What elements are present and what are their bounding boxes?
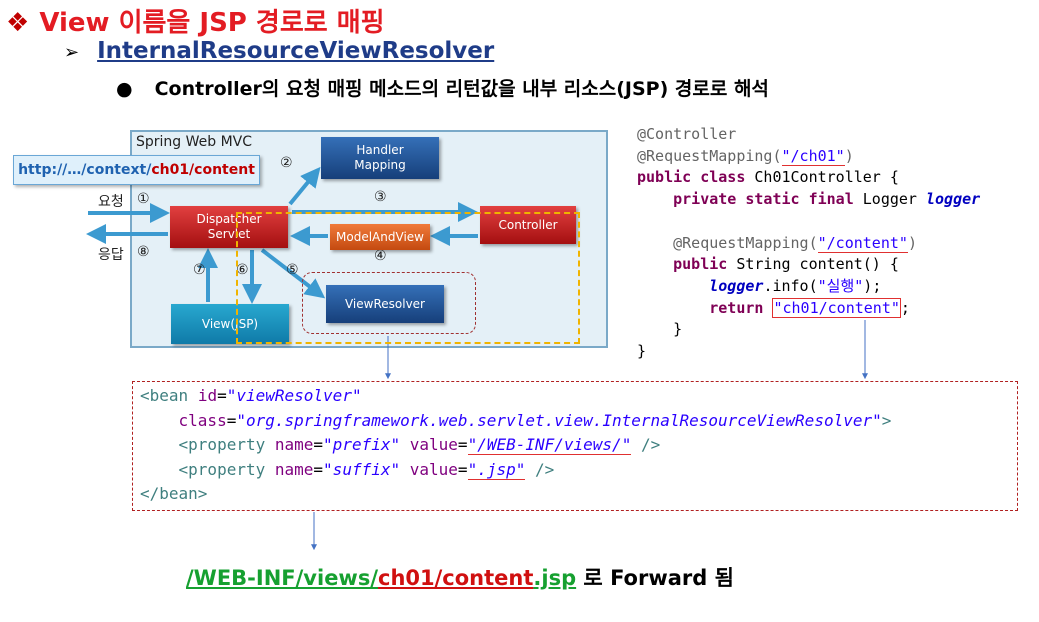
view-jsp-box: View(JSP) bbox=[171, 304, 289, 344]
mapping-content: "/content" bbox=[817, 233, 908, 253]
response-label: 응답 bbox=[98, 247, 124, 263]
step-3: ③ bbox=[374, 189, 387, 205]
prefix-value: "/WEB-INF/views/" bbox=[467, 435, 632, 455]
diagram-title: Spring Web MVC bbox=[136, 134, 253, 150]
view-resolver-box: ViewResolver bbox=[326, 285, 444, 323]
sub-heading: ➢ InternalResourceViewResolver bbox=[64, 38, 494, 64]
point-text-body: Controller의 요청 매핑 메소드의 리턴값을 내부 리소스(JSP) … bbox=[154, 78, 769, 100]
step-2: ② bbox=[280, 155, 293, 171]
diamond-bullet-icon: ❖ bbox=[6, 8, 30, 38]
result-view-name: ch01/content bbox=[378, 566, 534, 590]
mapping-ch01: "/ch01" bbox=[781, 146, 845, 166]
url-prefix: http://…/context/ bbox=[18, 162, 152, 178]
request-url-box: http://…/context/ch01/content bbox=[13, 155, 260, 185]
dot-bullet-icon: ● bbox=[116, 78, 133, 100]
result-suffix: .jsp bbox=[533, 566, 577, 590]
highlight-region bbox=[236, 212, 580, 344]
step-8: ⑧ bbox=[137, 244, 150, 260]
resolver-arrow bbox=[260, 248, 326, 299]
main-heading-text: View 이름을 JSP 경로로 매핑 bbox=[39, 8, 385, 38]
controller-code: @Controller @RequestMapping("/ch01") pub… bbox=[637, 125, 981, 361]
request-label: 요청 bbox=[98, 194, 124, 210]
url-path: ch01/content bbox=[151, 162, 255, 178]
sub-heading-text: InternalResourceViewResolver bbox=[97, 38, 495, 64]
step-6: ⑥ bbox=[236, 262, 249, 278]
suffix-value: ".jsp" bbox=[467, 459, 526, 480]
return-view-name: "ch01/content" bbox=[772, 297, 901, 318]
step-1: ① bbox=[137, 191, 150, 207]
step-5: ⑤ bbox=[286, 262, 299, 278]
result-tail: 로 Forward 됨 bbox=[576, 566, 734, 590]
handler-mapping-box: Handler Mapping bbox=[321, 137, 439, 179]
step-4: ④ bbox=[374, 248, 387, 264]
main-heading: ❖ View 이름을 JSP 경로로 매핑 bbox=[6, 2, 385, 39]
result-line: /WEB-INF/views/ch01/content.jsp 로 Forwar… bbox=[186, 562, 734, 592]
result-prefix: /WEB-INF/views/ bbox=[186, 566, 379, 590]
code-line-1: @Controller bbox=[637, 125, 737, 143]
model-and-view-box: ModelAndView bbox=[330, 224, 430, 250]
step-7: ⑦ bbox=[193, 262, 206, 278]
handler-arrow bbox=[288, 166, 321, 206]
view-resolver-highlight bbox=[302, 272, 476, 334]
point-text: ● Controller의 요청 매핑 메소드의 리턴값을 내부 리소스(JSP)… bbox=[116, 74, 769, 101]
xml-config-box bbox=[132, 381, 1018, 511]
arrow-bullet-icon: ➢ bbox=[64, 42, 80, 63]
xml-code: <bean id="viewResolver" class="org.sprin… bbox=[140, 386, 892, 503]
